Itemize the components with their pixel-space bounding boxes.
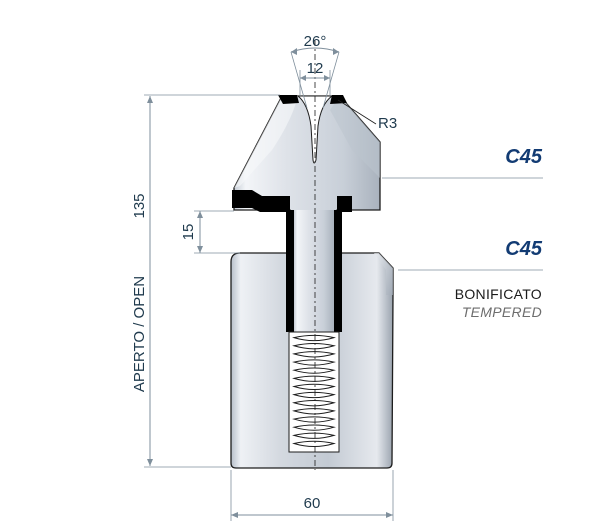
step-label: 15 xyxy=(180,224,197,241)
spring-coil xyxy=(292,400,336,407)
angle-label: 26° xyxy=(304,33,327,50)
spring-coil xyxy=(292,334,336,342)
spring-coil xyxy=(292,391,336,399)
step-dimension xyxy=(194,210,240,254)
guide-pocket xyxy=(286,210,342,332)
spring-coil xyxy=(292,383,336,391)
lower-material-label: C45 xyxy=(505,238,543,260)
spring-coil xyxy=(292,424,336,431)
angle-dimension xyxy=(290,47,340,109)
height-dimension xyxy=(144,94,280,468)
width-dimension xyxy=(230,470,394,521)
opening-label: 12 xyxy=(307,60,324,77)
treatment-label: BONIFICATO xyxy=(455,286,542,302)
radius-leader xyxy=(337,99,377,125)
treatment-en-label: TEMPERED xyxy=(462,304,542,320)
spring-coil xyxy=(292,408,336,415)
open-label: APERTO / OPEN xyxy=(131,276,148,392)
upper-material-label: C45 xyxy=(505,146,543,168)
height-label: 135 xyxy=(131,193,148,218)
width-label: 60 xyxy=(304,495,321,512)
spring-coil xyxy=(292,432,336,439)
spring-coil xyxy=(292,375,336,382)
spring-coil xyxy=(292,351,336,358)
spring-coil xyxy=(292,343,336,350)
spring-coil xyxy=(292,359,336,366)
radius-label: R3 xyxy=(378,115,397,132)
spring xyxy=(288,331,340,453)
spring-coil xyxy=(292,367,336,374)
opening-dimension xyxy=(299,70,331,96)
spring-coil xyxy=(292,440,336,448)
spring-coil xyxy=(292,416,336,423)
